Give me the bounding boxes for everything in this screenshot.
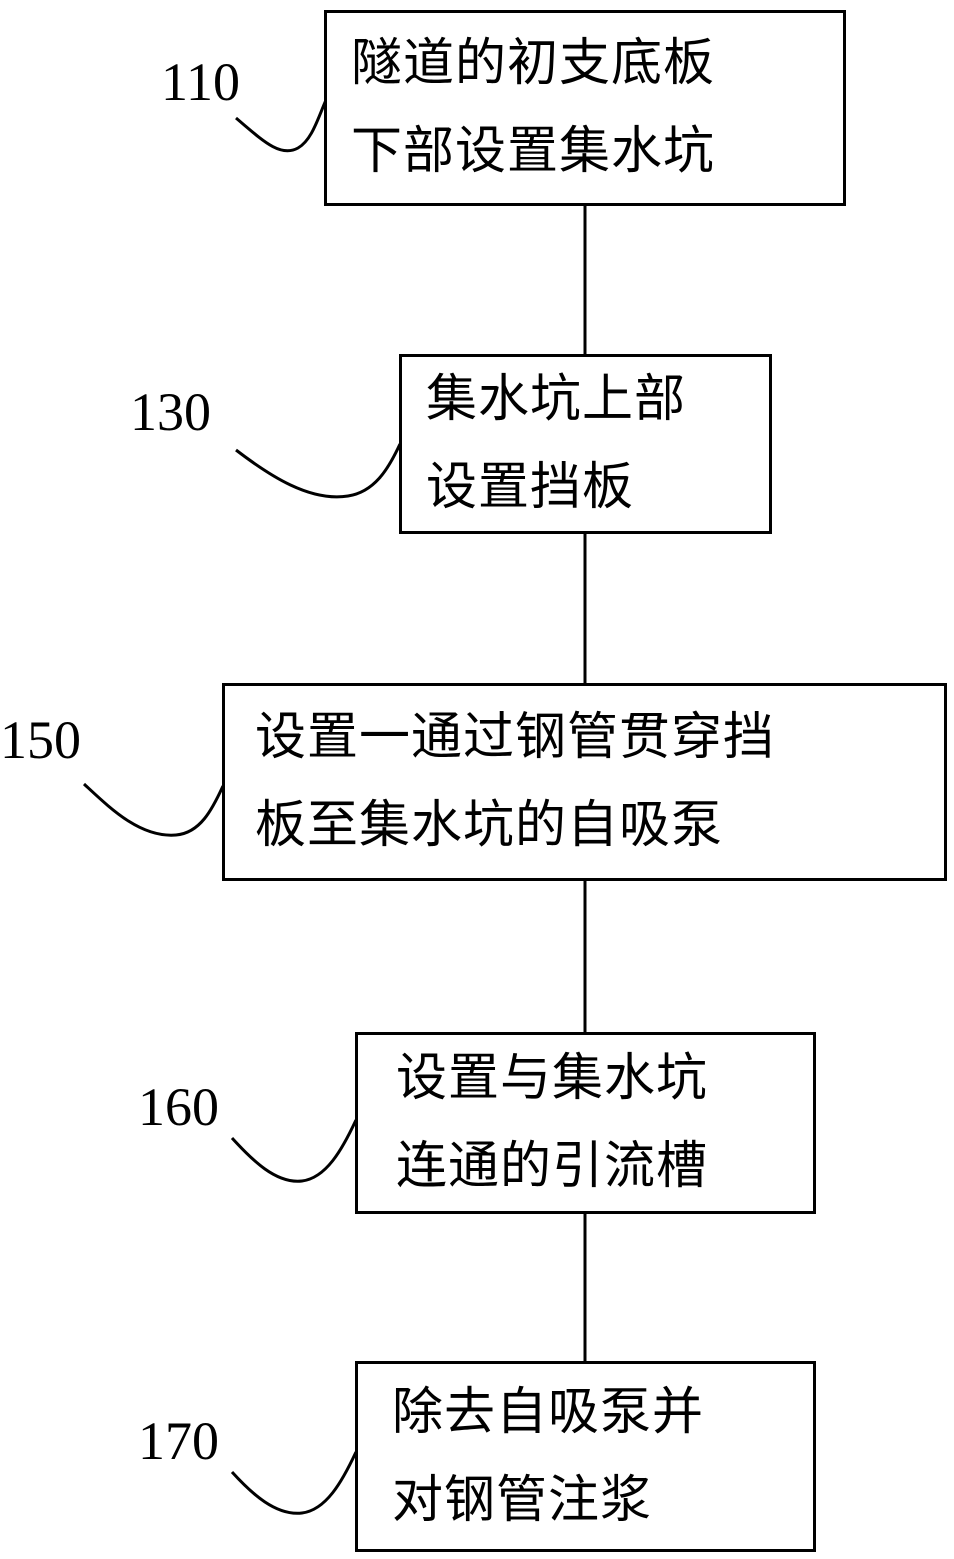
step-text-line: 下部设置集水坑	[351, 122, 716, 181]
step-box-170: 除去自吸泵并 对钢管注浆	[355, 1361, 816, 1552]
leader-130	[235, 443, 402, 499]
step-number-150: 150	[0, 710, 81, 770]
step-text-line: 隧道的初支底板	[351, 34, 716, 93]
step-text-line: 设置与集水坑	[396, 1049, 709, 1108]
step-box-130: 集水坑上部 设置挡板	[399, 354, 772, 534]
step-number-160: 160	[138, 1077, 219, 1137]
step-number-110: 110	[161, 52, 240, 112]
step-text-line: 集水坑上部	[426, 370, 687, 429]
step-number-130: 130	[130, 382, 211, 442]
step-box-150: 设置一通过钢管贯穿挡 板至集水坑的自吸泵	[222, 683, 947, 881]
step-text-line: 设置一通过钢管贯穿挡	[255, 708, 776, 767]
step-number-170: 170	[138, 1411, 219, 1471]
step-box-110: 隧道的初支底板 下部设置集水坑	[324, 10, 846, 206]
leader-160	[230, 1119, 358, 1183]
step-box-160: 设置与集水坑 连通的引流槽	[355, 1032, 816, 1214]
leader-110	[235, 99, 328, 153]
step-text-line: 对钢管注浆	[392, 1470, 653, 1530]
step-text-line: 除去自吸泵并	[392, 1382, 705, 1442]
step-text-line: 板至集水坑的自吸泵	[255, 796, 724, 855]
leader-150	[82, 782, 225, 837]
step-text-line: 连通的引流槽	[396, 1137, 709, 1196]
step-text-line: 设置挡板	[426, 458, 635, 517]
leader-170	[230, 1451, 358, 1515]
